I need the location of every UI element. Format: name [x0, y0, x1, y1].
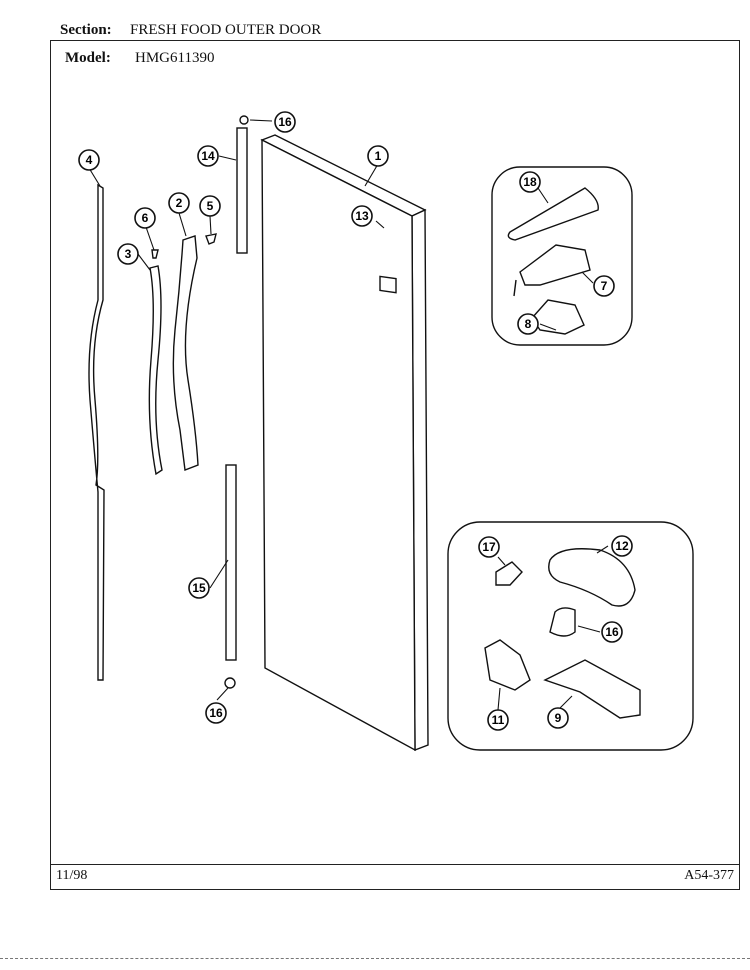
screw-part-5: [205, 233, 217, 245]
callout-9: 9: [547, 707, 569, 729]
screw-part-6: [151, 249, 159, 259]
section-line: Section: FRESH FOOD OUTER DOOR: [60, 22, 321, 39]
svg-text:11: 11: [492, 713, 505, 727]
hinge-cover: [507, 187, 599, 241]
svg-text:4: 4: [86, 153, 93, 167]
svg-text:16: 16: [605, 625, 619, 639]
svg-text:5: 5: [207, 199, 214, 213]
model-value: HMG611390: [135, 50, 215, 66]
svg-text:16: 16: [209, 706, 223, 720]
hinge-pin: [513, 279, 517, 297]
callout-16-hinge: 16: [601, 621, 623, 643]
svg-text:16: 16: [278, 115, 292, 129]
callout-15: 15: [188, 577, 210, 599]
svg-text:17: 17: [482, 540, 496, 554]
svg-text:14: 14: [201, 149, 215, 163]
bushing-bottom: [224, 677, 236, 689]
callout-5: 5: [199, 195, 221, 217]
svg-text:2: 2: [176, 196, 183, 210]
callout-17: 17: [478, 536, 500, 558]
callout-16-top: 16: [274, 111, 296, 133]
top-hinge-plate: [519, 244, 591, 286]
svg-text:12: 12: [615, 539, 629, 553]
handle-trim: [148, 265, 163, 476]
callout-1: 1: [367, 145, 389, 167]
section-value: FRESH FOOD OUTER DOOR: [130, 22, 322, 38]
svg-text:6: 6: [142, 211, 149, 225]
cover-part-11: [484, 639, 531, 691]
callout-4: 4: [78, 149, 100, 171]
callout-3: 3: [117, 243, 139, 265]
svg-text:9: 9: [555, 711, 562, 725]
diagram-frame: [50, 40, 740, 890]
bottom-channel: [225, 464, 237, 661]
handle: [172, 235, 199, 471]
svg-text:13: 13: [355, 209, 369, 223]
callout-14: 14: [197, 145, 219, 167]
callout-13: 13: [351, 205, 373, 227]
bushing-top: [239, 115, 249, 125]
callout-2: 2: [168, 192, 190, 214]
svg-text:15: 15: [192, 581, 206, 595]
door-gasket: [88, 183, 105, 681]
hinge-plate-9: [543, 659, 641, 719]
door-panel: [260, 134, 429, 752]
callout-12: 12: [611, 535, 633, 557]
bushing-part-16: [549, 607, 576, 637]
svg-text:18: 18: [523, 175, 537, 189]
svg-text:3: 3: [125, 247, 132, 261]
door-label-plate: [379, 275, 397, 294]
top-channel: [236, 127, 248, 254]
callout-7: 7: [593, 275, 615, 297]
hinge-bracket-17: [495, 561, 523, 586]
footer-date: 11/98: [56, 868, 88, 883]
callout-6: 6: [134, 207, 156, 229]
svg-text:8: 8: [525, 317, 532, 331]
section-label: Section:: [60, 22, 112, 38]
footer-code: A54-377: [684, 868, 734, 883]
callout-8: 8: [517, 313, 539, 335]
model-label: Model:: [65, 50, 111, 66]
callout-11: 11: [487, 709, 509, 731]
model-line: Model: HMG611390: [65, 50, 214, 67]
svg-text:7: 7: [601, 279, 608, 293]
svg-text:1: 1: [375, 149, 382, 163]
page-edge-dash: [0, 958, 750, 959]
callout-18: 18: [519, 171, 541, 193]
callout-16-bottom: 16: [205, 702, 227, 724]
footer-rule: [50, 864, 740, 865]
cam-part-12: [548, 548, 636, 607]
